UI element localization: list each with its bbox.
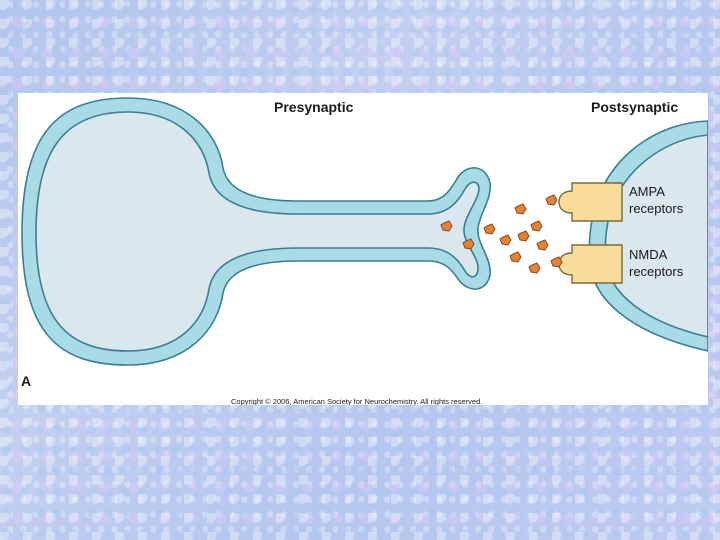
panel-label: A	[21, 373, 31, 389]
presynaptic-cytoplasm	[35, 111, 480, 352]
neurotransmitter	[440, 220, 453, 232]
neurotransmitter	[462, 238, 475, 250]
nmda-receptor	[558, 244, 623, 284]
neurotransmitter	[550, 256, 563, 268]
postsynaptic-cytoplasm	[604, 134, 708, 338]
neurotransmitter	[499, 234, 512, 246]
ampa-label-line2: receptors	[629, 201, 684, 216]
neurotransmitter	[514, 203, 527, 215]
presynaptic-label: Presynaptic	[274, 99, 354, 115]
neurotransmitter	[530, 220, 543, 232]
copyright-text: Copyright © 2006, American Society for N…	[231, 397, 482, 405]
synapse-diagram: Presynaptic Postsynaptic AMPA receptors …	[21, 97, 708, 405]
nmda-label-line2: receptors	[629, 264, 684, 279]
neurotransmitter	[528, 262, 541, 274]
neurotransmitter	[536, 239, 549, 251]
neurotransmitter-group	[440, 194, 563, 274]
nmda-label-line1: NMDA	[629, 247, 668, 262]
neurotransmitter	[545, 194, 558, 206]
neurotransmitter	[509, 251, 522, 263]
neurotransmitter	[483, 223, 496, 235]
postsynaptic-label: Postsynaptic	[591, 99, 678, 115]
synapse-figure: Presynaptic Postsynaptic AMPA receptors …	[18, 93, 708, 405]
ampa-label-line1: AMPA	[629, 184, 665, 199]
ampa-receptor	[558, 182, 623, 222]
neurotransmitter	[517, 230, 530, 242]
